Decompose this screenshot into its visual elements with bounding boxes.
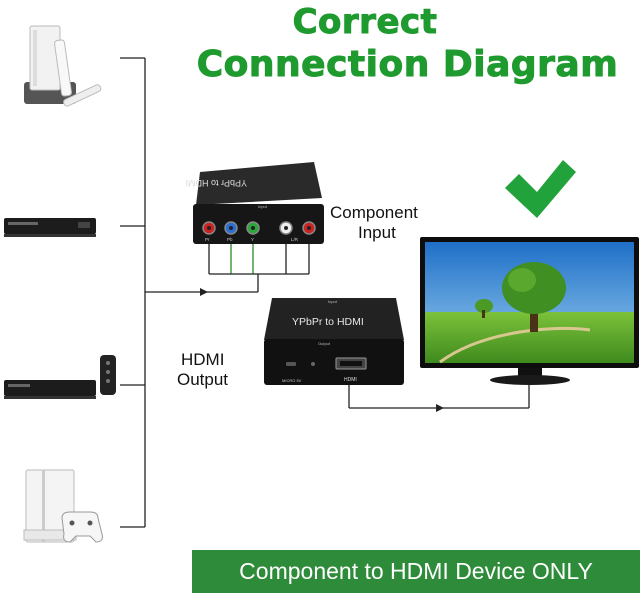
power-led-icon — [311, 362, 315, 366]
port-label-lr: L/R — [291, 237, 299, 242]
game-console-device — [24, 25, 102, 107]
converter-front-output-label: Output — [318, 341, 331, 346]
micro-5v-label: MICRO 5V — [282, 378, 302, 383]
converter-front-text: YPbPr to HDMI — [292, 316, 364, 328]
converter-front: YPbPr to HDMI Input Output MICRO 5V HDMI — [264, 298, 404, 385]
source-bracket-lines — [120, 57, 258, 528]
title-line-2: Connection Diagram — [196, 44, 619, 86]
check-mark-icon — [505, 160, 576, 218]
converter-rear: YPbPr to HDMI Input Pr Pb Y L/R — [185, 162, 324, 244]
component-cable-lines — [208, 240, 310, 292]
converter-front-input-label: Input — [328, 299, 338, 304]
converter-rear-text: YPbPr to HDMI — [185, 178, 247, 188]
port-label-pr: Pr — [205, 237, 210, 242]
micro-usb-port-icon — [286, 362, 296, 366]
title-line-1: Correct — [292, 2, 438, 43]
tv-display — [420, 237, 639, 385]
output-arrow-head — [436, 404, 444, 412]
port-label-pb: Pb — [227, 237, 233, 242]
port-label-y: Y — [251, 237, 254, 242]
dvd-player-device — [4, 218, 96, 237]
component-input-label-1: Component — [330, 203, 418, 222]
hdmi-output-label-1: HDMI — [181, 350, 225, 369]
component-input-label-2: Input — [358, 223, 396, 242]
playstation-device — [23, 469, 103, 543]
hdmi-port-label: HDMI — [344, 377, 357, 383]
input-arrow-head — [200, 288, 208, 296]
converter-rear-input-label: Input — [258, 204, 268, 209]
hdmi-output-label-2: Output — [177, 370, 229, 389]
compatibility-banner: Component to HDMI Device ONLY — [192, 550, 640, 593]
hdmi-cable-line — [348, 384, 530, 409]
blu-ray-player-device — [4, 355, 116, 399]
